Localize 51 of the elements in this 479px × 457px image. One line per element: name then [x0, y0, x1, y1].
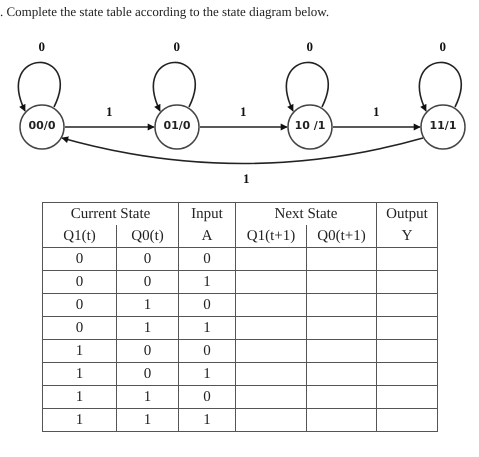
table-cell: 1: [42, 362, 116, 386]
table-cell: 0: [42, 316, 116, 340]
header-cell: Current State: [42, 202, 178, 225]
edge-label: 1: [372, 105, 380, 119]
header-cell: Q1(t): [42, 225, 116, 248]
table-cell: 1: [42, 386, 116, 408]
header-cell: Y: [376, 225, 438, 248]
table-cell: 1: [116, 294, 178, 316]
table-cell: 1: [116, 386, 178, 408]
edge-label: 0: [38, 40, 46, 54]
header-cell: A: [178, 225, 236, 248]
state-circle: [154, 104, 200, 150]
instruction-text: . Complete the state table according to the state diagram below.: [0, 4, 330, 20]
edge-label: 1: [242, 172, 250, 186]
table-cell: 0: [178, 248, 236, 270]
header-cell: Input: [178, 202, 236, 225]
table-cell: 0: [42, 248, 116, 270]
edge-label: 0: [438, 40, 447, 54]
state-label: 01/0: [162, 119, 192, 132]
table-cell: 0: [42, 270, 116, 294]
state-label: 10 /1: [294, 119, 326, 132]
table-cell: 1: [178, 362, 236, 386]
table-cell: 1: [42, 340, 116, 362]
state-label: 00/0: [28, 119, 56, 132]
header-cell: Q1(t+1): [236, 225, 306, 248]
edge-label: 0: [172, 40, 181, 54]
table-cell: 1: [116, 316, 178, 340]
table-cell: 0: [178, 294, 236, 316]
table-cell: 0: [116, 248, 178, 270]
table-cell: 1: [42, 408, 116, 432]
table-cell: 0: [42, 294, 116, 316]
table-cell: 0: [116, 362, 178, 386]
state-circle: [287, 104, 333, 150]
table-cell: 0: [116, 270, 178, 294]
table-cell: 0: [178, 340, 236, 362]
header-cell: Q0(t+1): [306, 225, 376, 248]
state-circle: [420, 104, 466, 150]
table-cell: 1: [178, 316, 236, 340]
edge-label: 0: [306, 40, 314, 54]
header-cell: Next State: [236, 202, 376, 225]
edge-label: 1: [239, 105, 248, 119]
header-cell: Q0(t): [116, 225, 178, 248]
edge-label: 1: [105, 105, 114, 119]
table-cell: 1: [178, 408, 236, 432]
table-cell: 0: [178, 386, 236, 408]
table-cell: 1: [116, 408, 178, 432]
table-cell: 1: [178, 270, 236, 294]
header-cell: Output: [376, 202, 438, 225]
state-circle: [19, 104, 65, 150]
table-cell: 0: [116, 340, 178, 362]
state-label: 11/1: [428, 119, 458, 132]
